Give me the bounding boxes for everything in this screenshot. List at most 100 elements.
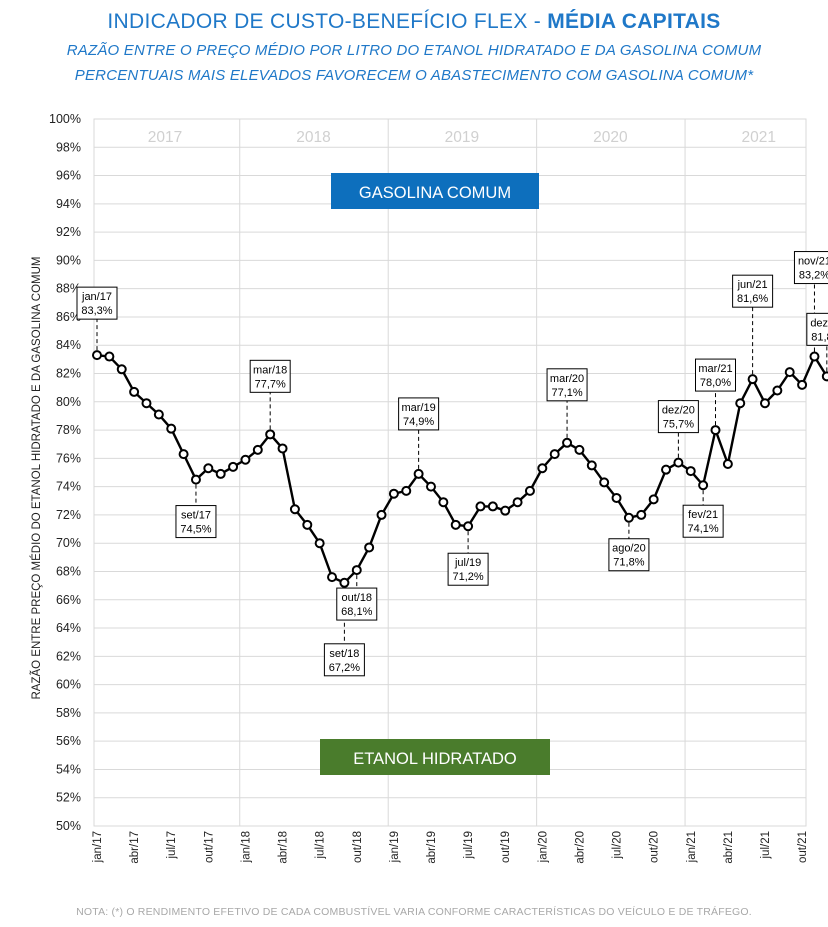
x-tick-label: jul/18 bbox=[315, 831, 327, 860]
data-point bbox=[314, 538, 325, 549]
data-point bbox=[413, 468, 424, 479]
y-tick-label: 66% bbox=[56, 593, 81, 607]
data-point bbox=[722, 459, 733, 470]
annotation-box bbox=[682, 504, 724, 538]
y-tick-label: 56% bbox=[56, 734, 81, 748]
data-point bbox=[735, 398, 746, 409]
y-tick-label: 74% bbox=[56, 480, 81, 494]
data-point bbox=[710, 425, 721, 436]
annotation-date: dez/20 bbox=[662, 405, 695, 417]
data-point bbox=[190, 474, 201, 485]
data-point bbox=[240, 454, 251, 465]
annotation-value: 83,3% bbox=[81, 305, 112, 317]
data-points bbox=[92, 350, 828, 588]
x-tick-label: jan/19 bbox=[389, 831, 401, 863]
data-point bbox=[524, 485, 535, 496]
data-point bbox=[265, 429, 276, 440]
data-point bbox=[809, 351, 820, 362]
x-tick-label: jul/21 bbox=[760, 831, 772, 860]
data-point bbox=[166, 423, 177, 434]
chart-header: INDICADOR DE CUSTO-BENEFÍCIO FLEX - MÉDI… bbox=[0, 0, 828, 84]
annotation-label: jun/21 81,6% bbox=[732, 274, 774, 375]
year-label: 2020 bbox=[593, 129, 628, 146]
annotation-date: jul/19 bbox=[454, 557, 481, 569]
y-tick-label: 64% bbox=[56, 621, 81, 635]
annotation-value: 71,2% bbox=[452, 571, 483, 583]
annotation-date: jun/21 bbox=[737, 279, 768, 291]
data-point bbox=[302, 519, 313, 530]
x-tick-label: abr/21 bbox=[723, 831, 735, 864]
year-label: 2021 bbox=[742, 129, 776, 146]
y-tick-label: 92% bbox=[56, 225, 81, 239]
annotation-value: 67,2% bbox=[329, 662, 360, 674]
data-point bbox=[673, 457, 684, 468]
data-point bbox=[599, 477, 610, 488]
x-tick-label: abr/20 bbox=[574, 831, 586, 864]
data-point bbox=[759, 398, 770, 409]
annotation-box bbox=[447, 552, 489, 586]
gasolina-zone-box bbox=[331, 173, 539, 209]
x-tick-label: jan/21 bbox=[686, 831, 698, 863]
chart-subtitle-2: PERCENTUAIS MAIS ELEVADOS FAVORECEM O AB… bbox=[74, 67, 754, 84]
data-point bbox=[252, 444, 263, 455]
y-tick-label: 52% bbox=[56, 791, 81, 805]
data-point bbox=[623, 512, 634, 523]
x-tick-label: jan/18 bbox=[240, 831, 252, 863]
x-tick-label: abr/17 bbox=[129, 831, 141, 864]
annotation-value: 68,1% bbox=[341, 606, 372, 618]
annotation-box bbox=[249, 359, 291, 393]
y-tick-label: 94% bbox=[56, 197, 81, 211]
y-tick-label: 76% bbox=[56, 451, 81, 465]
x-tick-label: out/18 bbox=[352, 831, 364, 863]
title-main: INDICADOR DE CUSTO-BENEFÍCIO FLEX - bbox=[107, 10, 548, 33]
annotation-date: set/18 bbox=[329, 648, 359, 660]
y-tick-label: 80% bbox=[56, 395, 81, 409]
annotation-value: 81,6% bbox=[737, 293, 768, 305]
y-tick-label: 86% bbox=[56, 310, 81, 324]
data-point bbox=[698, 480, 709, 491]
data-point bbox=[537, 463, 548, 474]
x-tick-label: abr/18 bbox=[278, 831, 290, 864]
annotation-box bbox=[732, 274, 774, 308]
annotation-date: mar/18 bbox=[253, 364, 287, 376]
data-point bbox=[339, 577, 350, 588]
annotation-value: 71,8% bbox=[613, 557, 644, 569]
etanol-zone-label: ETANOL HIDRATADO bbox=[353, 750, 517, 768]
x-tick-label: jul/17 bbox=[166, 831, 178, 860]
x-tick-label: jan/20 bbox=[537, 831, 549, 863]
annotation-box bbox=[695, 358, 736, 392]
annotation-value: 74,1% bbox=[688, 523, 719, 535]
data-point bbox=[425, 481, 436, 492]
annotation-box bbox=[323, 643, 365, 677]
data-point bbox=[92, 350, 102, 361]
data-point bbox=[129, 386, 140, 397]
x-tick-label: out/17 bbox=[203, 831, 215, 863]
annotation-label: jul/19 71,2% bbox=[447, 531, 489, 586]
data-point bbox=[277, 443, 288, 454]
etanol-zone-box bbox=[320, 739, 550, 775]
year-label: 2017 bbox=[148, 129, 182, 146]
data-point bbox=[401, 485, 412, 496]
y-tick-label: 50% bbox=[56, 819, 81, 833]
annotation-value: 74,9% bbox=[403, 416, 434, 428]
x-tick-label: jan/17 bbox=[92, 831, 104, 863]
year-label: 2019 bbox=[445, 129, 479, 146]
y-tick-label: 54% bbox=[56, 762, 81, 776]
y-tick-label: 88% bbox=[56, 282, 81, 296]
data-point bbox=[611, 492, 622, 503]
y-tick-label: 82% bbox=[56, 367, 81, 381]
data-point bbox=[475, 501, 486, 512]
annotation-date: out/18 bbox=[341, 592, 372, 604]
data-point bbox=[376, 509, 387, 520]
data-point bbox=[178, 449, 189, 460]
data-point bbox=[104, 351, 115, 362]
data-point bbox=[500, 505, 511, 516]
